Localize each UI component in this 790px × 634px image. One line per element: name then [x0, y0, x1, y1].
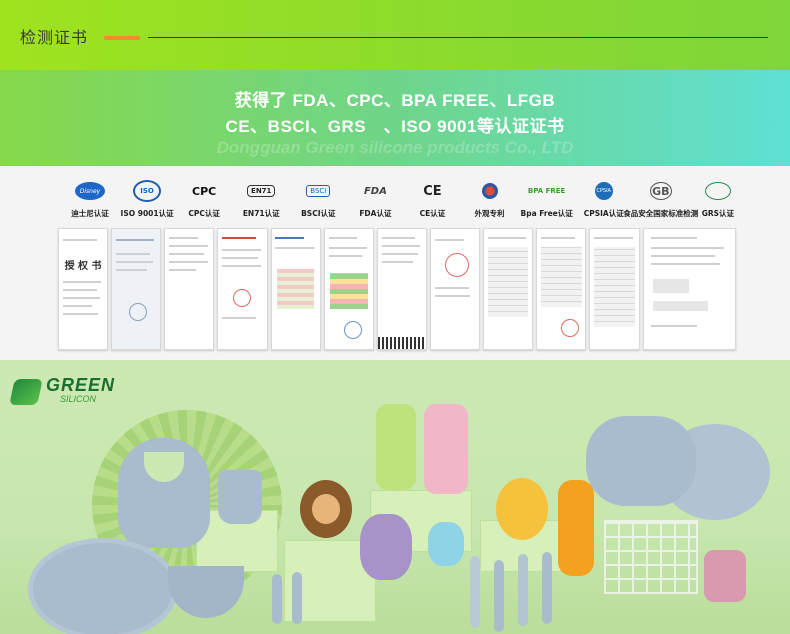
certificate-doc-en71: [217, 228, 268, 350]
cpc-logo-icon: CPC: [192, 184, 217, 198]
phone-teether-pink: [424, 404, 468, 494]
certification-logos: Disney 迪士尼认证 ISO ISO 9001认证 CPC CPC认证 EN…: [64, 180, 744, 224]
certificate-doc-bsci: [270, 228, 321, 350]
certificate-doc-iso: [111, 228, 162, 350]
suction-bowl: [168, 566, 244, 618]
bsci-logo-icon: BSCI: [306, 185, 331, 197]
baby-spoon: [292, 572, 302, 624]
patent-logo-icon: [481, 183, 498, 199]
certificate-doc-fda: [323, 228, 374, 350]
certificate-documents: 授 权 书: [58, 228, 737, 350]
section-title: 检测证书: [20, 28, 89, 47]
cert-bsci: BSCI BSCI认证: [292, 180, 344, 224]
cert-fda: FDA FDA认证: [349, 180, 401, 224]
cert-patent: 外观专利: [464, 180, 516, 224]
certificate-doc-bpa-free: [483, 228, 534, 350]
cert-label: CE认证: [419, 209, 446, 218]
product-photo: GREEN SILICON: [0, 360, 790, 634]
elephant-teether: [360, 514, 412, 580]
en71-logo-icon: EN71: [247, 185, 276, 197]
cert-label: Bpa Free认证: [520, 209, 573, 218]
cert-label: BSCI认证: [301, 209, 336, 218]
gb-logo-icon: GB: [649, 182, 672, 200]
cert-en71: EN71 EN71认证: [235, 180, 287, 224]
cert-label: 迪士尼认证: [71, 209, 109, 218]
certificate-doc-disney: 授 权 书: [58, 228, 109, 350]
cert-label: GRS认证: [701, 209, 735, 218]
section-header: 检测证书: [0, 0, 790, 70]
iso-logo-icon: ISO: [133, 180, 162, 202]
company-watermark: Dongguan Green silicone products Co., LT…: [216, 138, 574, 157]
baby-spoon: [470, 556, 480, 628]
giraffe-teether: [558, 480, 594, 576]
cert-label: ISO 9001认证: [120, 209, 174, 218]
brand-logo: GREEN SILICON: [9, 375, 116, 406]
pink-stacker: [704, 550, 746, 602]
cert-label: EN71认证: [242, 209, 280, 218]
disney-logo-icon: Disney: [75, 182, 105, 200]
cloud-plate: [586, 416, 696, 506]
certification-banner: 获得了 FDA、CPC、BPA FREE、LFGB CE、BSCI、GRS 、I…: [0, 70, 790, 166]
cert-label: 食品安全国家标准检测: [623, 209, 699, 218]
baby-spoon: [542, 552, 552, 624]
cert-gb: GB 食品安全国家标准检测: [623, 180, 698, 224]
certificate-doc-title: 授 权 书: [64, 261, 102, 272]
dinosaur-teether: [428, 522, 464, 566]
white-wire-rack: [604, 520, 698, 594]
certificate-doc-cpc: [164, 228, 215, 350]
certificate-doc-cpsia: [536, 228, 587, 350]
phone-teether-green: [376, 404, 416, 490]
cert-bpa-free: BPA FREE Bpa Free认证: [520, 180, 573, 224]
cert-label: CPC认证: [188, 209, 220, 218]
grs-logo-icon: [704, 182, 731, 200]
cert-label: FDA认证: [359, 209, 392, 218]
brand-leaf-icon: [9, 379, 43, 405]
cert-cpsia: CPSIA CPSIA认证: [578, 180, 630, 224]
cert-iso: ISO ISO 9001认证: [120, 180, 174, 224]
banner-line-1: 获得了 FDA、CPC、BPA FREE、LFGB: [234, 91, 556, 110]
cert-label: CPSIA认证: [583, 209, 624, 218]
cert-disney: Disney 迪士尼认证: [64, 180, 116, 224]
certificate-doc-grs: [642, 228, 737, 350]
baby-fork: [272, 574, 282, 624]
banner-line-2: CE、BSCI、GRS 、ISO 9001等认证证书: [225, 117, 565, 136]
certificates-strip: Disney 迪士尼认证 ISO ISO 9001认证 CPC CPC认证 EN…: [0, 166, 790, 360]
title-divider: [148, 37, 768, 38]
lion-face: [312, 494, 340, 524]
certificate-doc-gb: [589, 228, 640, 350]
title-accent-bar: [104, 36, 140, 40]
cert-label: 外观专利: [474, 209, 505, 218]
cert-cpc: CPC CPC认证: [178, 180, 230, 224]
fda-logo-icon: FDA: [363, 185, 387, 197]
ladybug-teether: [496, 478, 548, 540]
baby-spoon: [494, 560, 504, 632]
sippy-cup: [218, 470, 262, 524]
cert-ce: CE CE认证: [406, 180, 458, 224]
cpsia-logo-icon: CPSIA: [594, 182, 613, 200]
certificate-doc-patent: [429, 228, 481, 350]
divided-plate: [28, 538, 178, 634]
cert-grs: GRS认证: [692, 180, 744, 224]
certificate-doc-ce: [376, 228, 427, 350]
ce-logo-icon: CE: [423, 183, 442, 199]
bpa-free-logo-icon: BPA FREE: [527, 187, 566, 195]
brand-subtitle: SILICON: [60, 394, 97, 404]
baby-spoon: [518, 554, 528, 626]
brand-name: GREEN: [46, 375, 116, 395]
